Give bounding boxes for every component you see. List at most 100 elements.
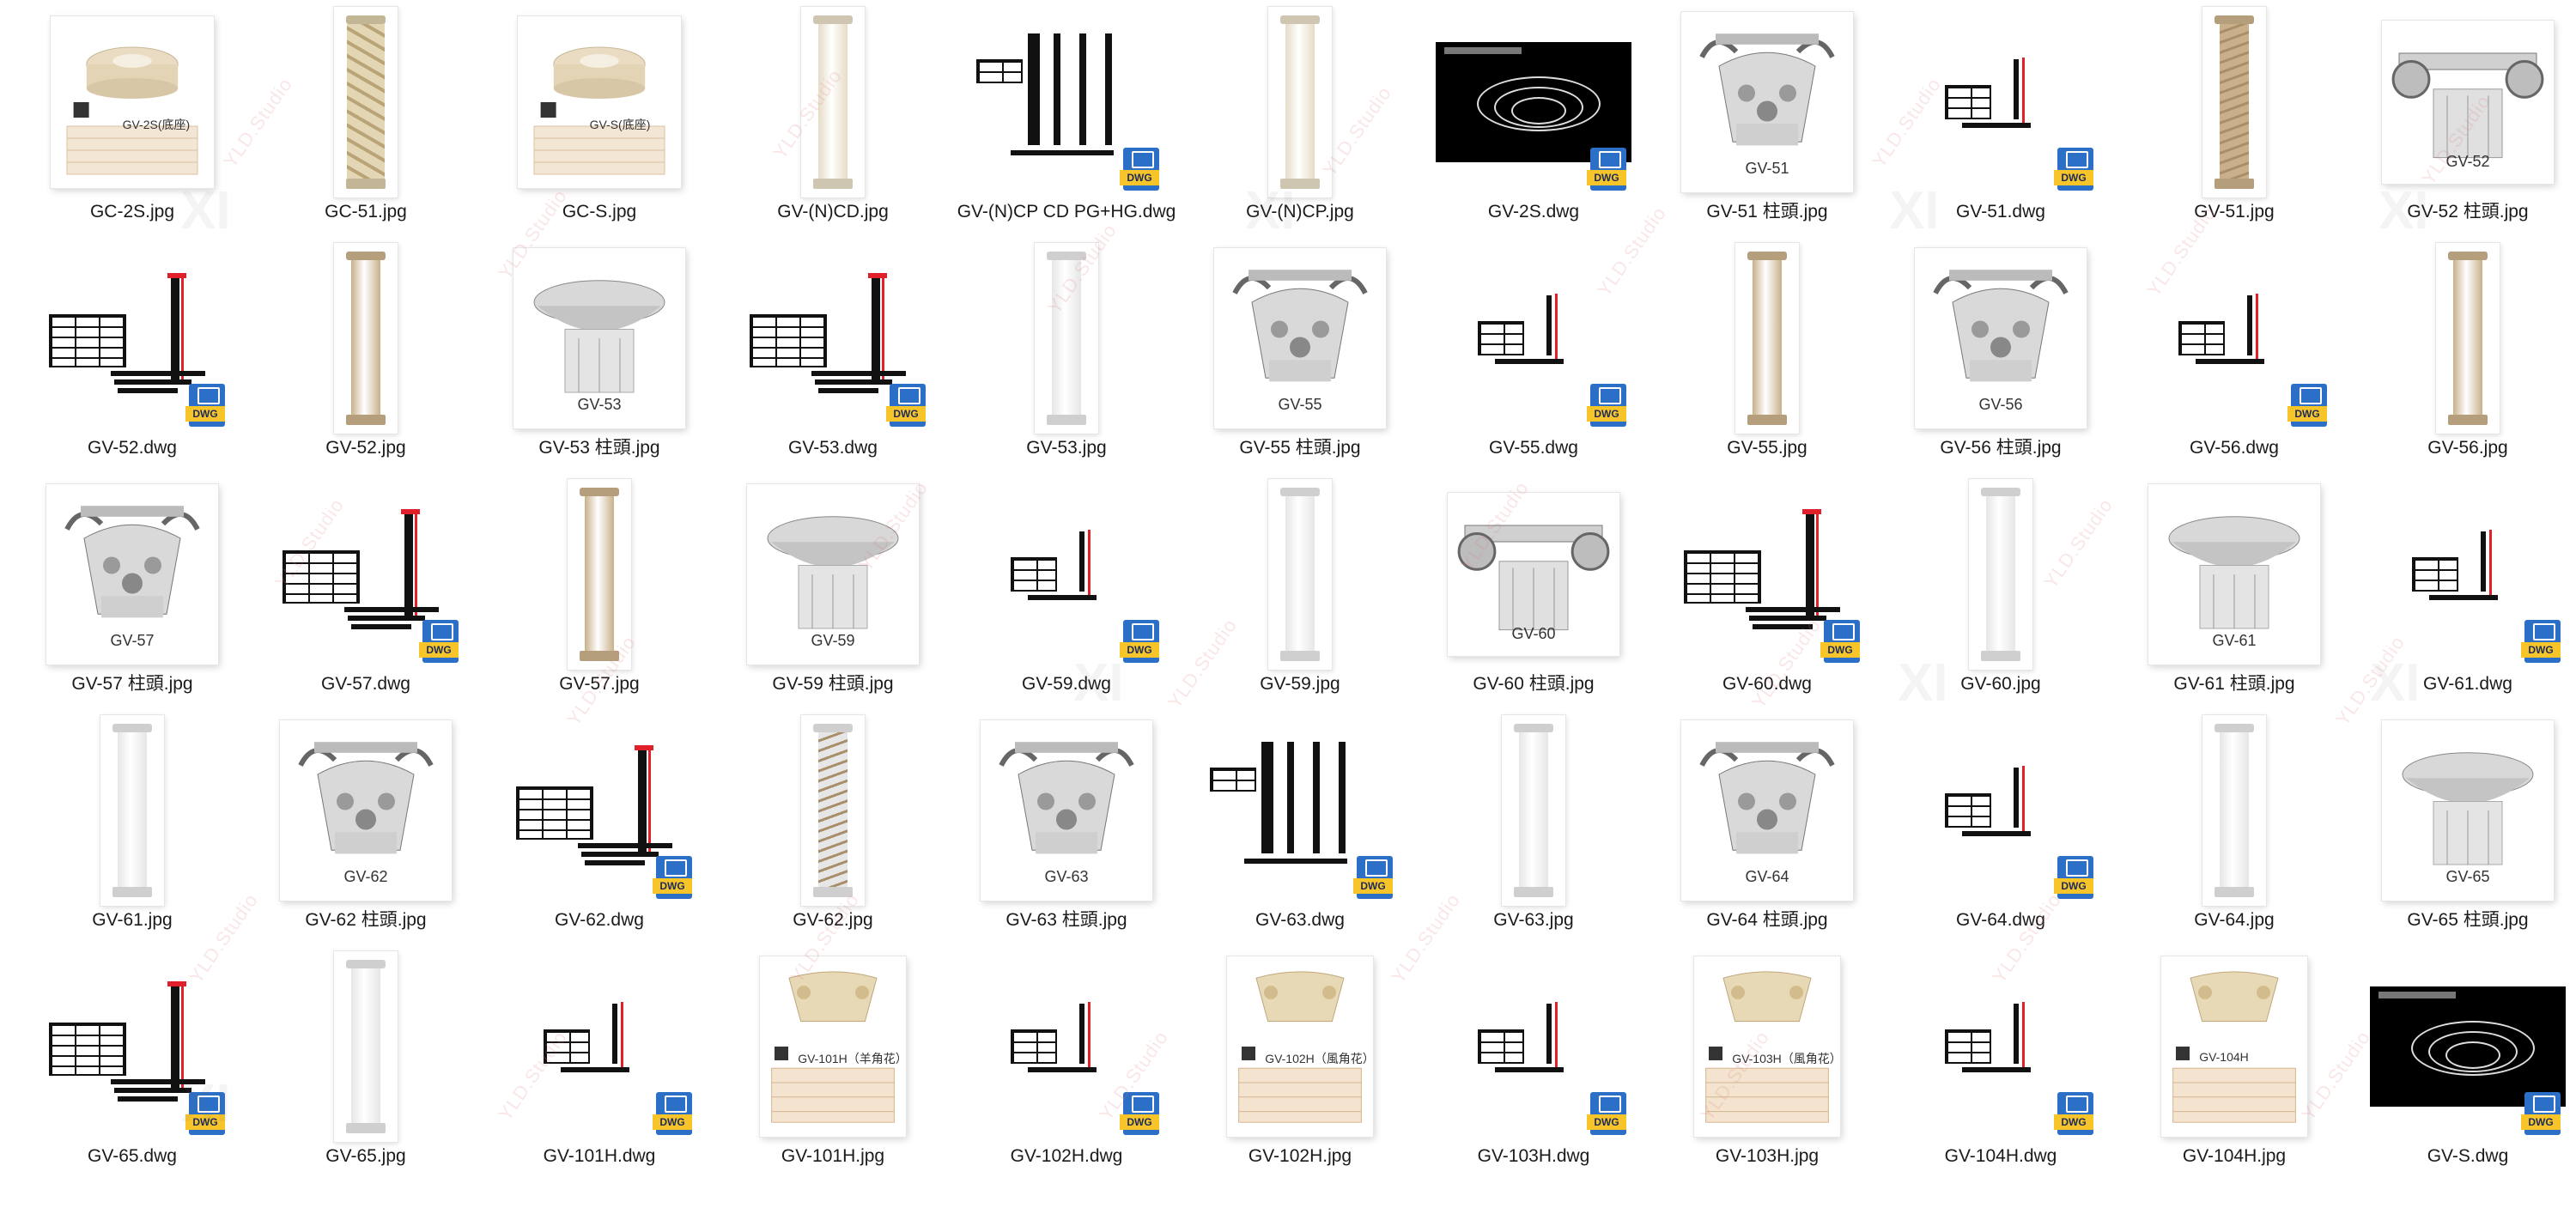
- file-thumbnail[interactable]: [1669, 243, 1865, 434]
- file-thumbnail[interactable]: GV-62: [268, 717, 464, 904]
- file-name[interactable]: GV-52.jpg: [325, 438, 406, 458]
- file-name[interactable]: GV-60 柱頭.jpg: [1473, 674, 1595, 694]
- file-item[interactable]: GV-60.jpg: [1884, 479, 2117, 717]
- file-thumbnail[interactable]: GV-53: [501, 245, 697, 432]
- file-thumbnail[interactable]: [1436, 715, 1631, 906]
- file-name[interactable]: GV-59 柱頭.jpg: [772, 674, 894, 694]
- file-item[interactable]: GV-56.jpg: [2351, 243, 2576, 481]
- file-thumbnail[interactable]: GV-59: [735, 481, 931, 668]
- file-name[interactable]: GV-62 柱頭.jpg: [305, 910, 427, 930]
- file-thumbnail[interactable]: DWG: [1903, 717, 2099, 904]
- file-thumbnail[interactable]: DWG: [1669, 481, 1865, 668]
- file-item[interactable]: GV-103H（風角花）GV-103H.jpg: [1650, 953, 1884, 1189]
- file-thumbnail[interactable]: GV-63: [969, 717, 1164, 904]
- file-thumbnail[interactable]: DWG: [2136, 245, 2332, 432]
- file-thumbnail[interactable]: DWG: [501, 717, 697, 904]
- file-thumbnail[interactable]: [735, 715, 931, 906]
- file-name[interactable]: GV-65.dwg: [88, 1146, 177, 1166]
- file-name[interactable]: GV-52.dwg: [88, 438, 177, 458]
- file-name[interactable]: GV-55.jpg: [1727, 438, 1807, 458]
- file-name[interactable]: GV-55 柱頭.jpg: [1239, 438, 1361, 458]
- file-thumbnail[interactable]: DWG: [268, 481, 464, 668]
- file-thumbnail[interactable]: [2136, 7, 2332, 197]
- file-name[interactable]: GV-51 柱頭.jpg: [1706, 202, 1828, 222]
- file-thumbnail[interactable]: DWG: [1903, 9, 2099, 196]
- file-name[interactable]: GV-55.dwg: [1489, 438, 1578, 458]
- file-thumbnail[interactable]: GV-101H（羊角花）: [735, 953, 931, 1140]
- file-thumbnail[interactable]: DWG: [2370, 953, 2566, 1140]
- file-name[interactable]: GV-62.jpg: [793, 910, 873, 930]
- file-item[interactable]: GV-61.jpg: [15, 715, 249, 953]
- file-thumbnail[interactable]: GV-2S(底座): [34, 9, 230, 196]
- file-item[interactable]: GV-(N)CP.jpg: [1183, 7, 1417, 245]
- file-thumbnail[interactable]: GV-55: [1202, 245, 1398, 432]
- file-name[interactable]: GV-63 柱頭.jpg: [1005, 910, 1127, 930]
- file-thumbnail[interactable]: DWG: [1903, 953, 2099, 1140]
- file-thumbnail[interactable]: GV-64: [1669, 717, 1865, 904]
- file-name[interactable]: GV-101H.jpg: [781, 1146, 885, 1166]
- file-name[interactable]: GV-60.jpg: [1960, 674, 2041, 694]
- file-thumbnail[interactable]: DWG: [735, 245, 931, 432]
- file-thumbnail[interactable]: GV-103H（風角花）: [1669, 953, 1865, 1140]
- file-name[interactable]: GV-65.jpg: [325, 1146, 406, 1166]
- file-thumbnail[interactable]: [2370, 243, 2566, 434]
- file-name[interactable]: GV-(N)CD.jpg: [777, 202, 889, 222]
- file-thumbnail[interactable]: [969, 243, 1164, 434]
- file-name[interactable]: GV-57.jpg: [559, 674, 640, 694]
- file-thumbnail[interactable]: GV-57: [34, 481, 230, 668]
- file-item[interactable]: GV-2S(底座)GC-2S.jpg: [15, 9, 249, 245]
- file-name[interactable]: GV-62.dwg: [555, 910, 644, 930]
- file-thumbnail[interactable]: [2136, 715, 2332, 906]
- file-thumbnail[interactable]: [501, 479, 697, 670]
- file-name[interactable]: GV-56.dwg: [2190, 438, 2279, 458]
- file-thumbnail[interactable]: [268, 243, 464, 434]
- file-item[interactable]: GV-102H（風角花）GV-102H.jpg: [1183, 953, 1417, 1189]
- file-item[interactable]: DWG GV-59.dwg: [950, 481, 1183, 717]
- file-item[interactable]: DWG GV-62.dwg: [483, 717, 716, 953]
- file-name[interactable]: GV-56 柱頭.jpg: [1940, 438, 2062, 458]
- file-thumbnail[interactable]: [268, 951, 464, 1142]
- file-name[interactable]: GV-57.dwg: [321, 674, 410, 694]
- file-thumbnail[interactable]: GV-104H: [2136, 953, 2332, 1140]
- file-thumbnail[interactable]: DWG: [969, 953, 1164, 1140]
- file-thumbnail[interactable]: [34, 715, 230, 906]
- file-thumbnail[interactable]: DWG: [1436, 245, 1631, 432]
- file-thumbnail[interactable]: GV-61: [2136, 481, 2332, 668]
- file-name[interactable]: GV-59.dwg: [1022, 674, 1111, 694]
- file-thumbnail[interactable]: GV-S(底座): [501, 9, 697, 196]
- file-item[interactable]: GV-57.jpg: [483, 479, 716, 717]
- file-item[interactable]: GV-S(底座) GC-S.jpg: [483, 9, 716, 245]
- file-thumbnail[interactable]: DWG: [1436, 9, 1631, 196]
- file-name[interactable]: GV-53 柱頭.jpg: [538, 438, 660, 458]
- file-item[interactable]: GV-53.jpg: [950, 243, 1183, 481]
- file-item[interactable]: GV-62.jpg: [716, 715, 950, 953]
- file-thumbnail[interactable]: [735, 7, 931, 197]
- file-name[interactable]: GV-61.jpg: [92, 910, 173, 930]
- file-name[interactable]: GV-65 柱頭.jpg: [2407, 910, 2529, 930]
- file-thumbnail[interactable]: DWG: [969, 481, 1164, 668]
- file-name[interactable]: GV-51.dwg: [1956, 202, 2045, 222]
- file-item[interactable]: DWG GV-57.dwg: [249, 481, 483, 717]
- file-thumbnail[interactable]: GV-65: [2370, 717, 2566, 904]
- file-name[interactable]: GC-S.jpg: [562, 202, 637, 222]
- file-item[interactable]: GV-(N)CD.jpg: [716, 7, 950, 245]
- file-item[interactable]: GC-51.jpg: [249, 7, 483, 245]
- file-thumbnail[interactable]: [1202, 7, 1398, 197]
- file-thumbnail[interactable]: DWG: [2370, 481, 2566, 668]
- file-name[interactable]: GV-61 柱頭.jpg: [2173, 674, 2295, 694]
